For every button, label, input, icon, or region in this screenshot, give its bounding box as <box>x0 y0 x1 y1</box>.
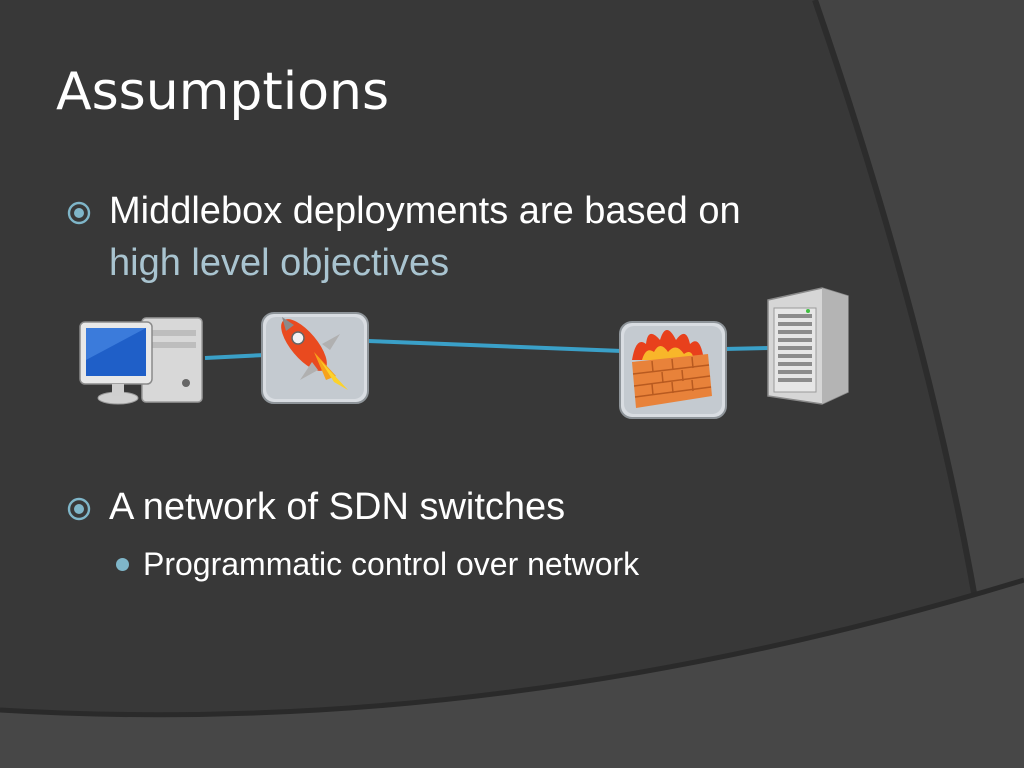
link-computer-rocket <box>204 353 266 360</box>
rocket-icon <box>261 312 369 404</box>
link-firewall-server <box>723 346 771 351</box>
bullet-1-text: Middlebox deployments are based on <box>109 190 741 232</box>
slide-title: Assumptions <box>56 62 390 122</box>
firewall-icon <box>619 321 727 419</box>
sub-bullet-1-text: Programmatic control over network <box>143 546 640 582</box>
server-icon <box>767 287 849 405</box>
bullet-2-text: A network of SDN switches <box>109 486 566 528</box>
sub-bullet-dot <box>116 558 129 571</box>
desktop-computer-icon <box>79 317 203 405</box>
link-rocket-firewall <box>367 339 623 353</box>
bullet-1-highlight: high level objectives <box>109 242 450 284</box>
bullet-ring-icon <box>67 201 91 225</box>
bullet-ring-icon <box>67 497 91 521</box>
